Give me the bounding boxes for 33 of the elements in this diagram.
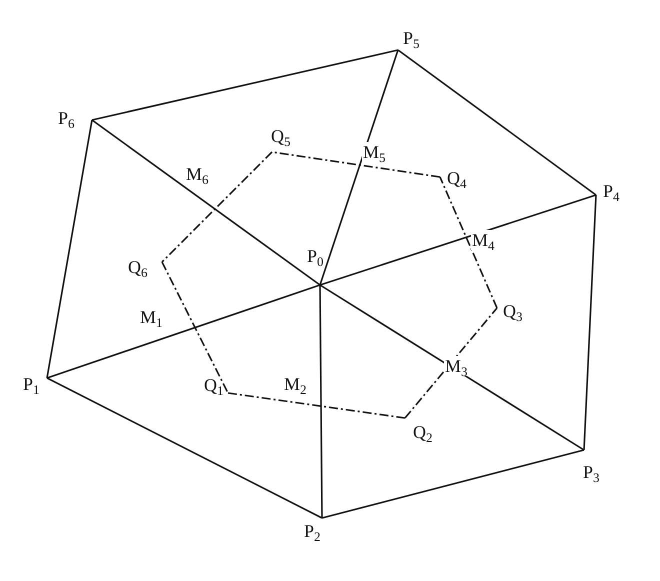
line-segment xyxy=(92,49,398,121)
line-segment xyxy=(320,194,596,286)
line-segment xyxy=(46,377,322,519)
point-label: Q$_{4}$ xyxy=(446,168,468,188)
line-segment xyxy=(319,285,323,518)
midpoint-label: M$_{4}$ xyxy=(471,230,496,250)
line-segment xyxy=(320,284,584,451)
line-segment xyxy=(46,120,93,378)
line-segment xyxy=(92,119,320,286)
dash-dot-line xyxy=(404,307,498,419)
line-segment xyxy=(398,49,596,196)
point-label: P$_{1}$ xyxy=(22,374,41,394)
point-label: P$_{2}$ xyxy=(303,521,322,541)
midpoint-label: M$_{5}$ xyxy=(362,142,387,162)
dash-dot-line xyxy=(161,262,229,394)
dash-dot-line xyxy=(228,392,406,419)
line-segment xyxy=(583,194,597,450)
point-label: P$_{6}$ xyxy=(57,108,76,128)
point-label: Q$_{1}$ xyxy=(203,375,224,395)
point-label: P$_{4}$ xyxy=(602,181,621,201)
point-label: P$_{5}$ xyxy=(402,28,421,48)
point-label: Q$_{6}$ xyxy=(127,257,148,277)
dash-dot-line xyxy=(439,176,498,308)
line-segment xyxy=(322,449,584,519)
point-label: P$_{3}$ xyxy=(582,462,601,482)
point-label: P$_{0}$ xyxy=(306,246,325,266)
line-segment xyxy=(46,284,320,379)
point-label: Q$_{5}$ xyxy=(270,126,292,146)
line-segment xyxy=(319,50,399,286)
point-label: Q$_{2}$ xyxy=(412,422,434,442)
midpoint-label: M$_{3}$ xyxy=(444,356,469,376)
point-label: Q$_{3}$ xyxy=(502,301,524,321)
dash-dot-line xyxy=(161,151,273,263)
